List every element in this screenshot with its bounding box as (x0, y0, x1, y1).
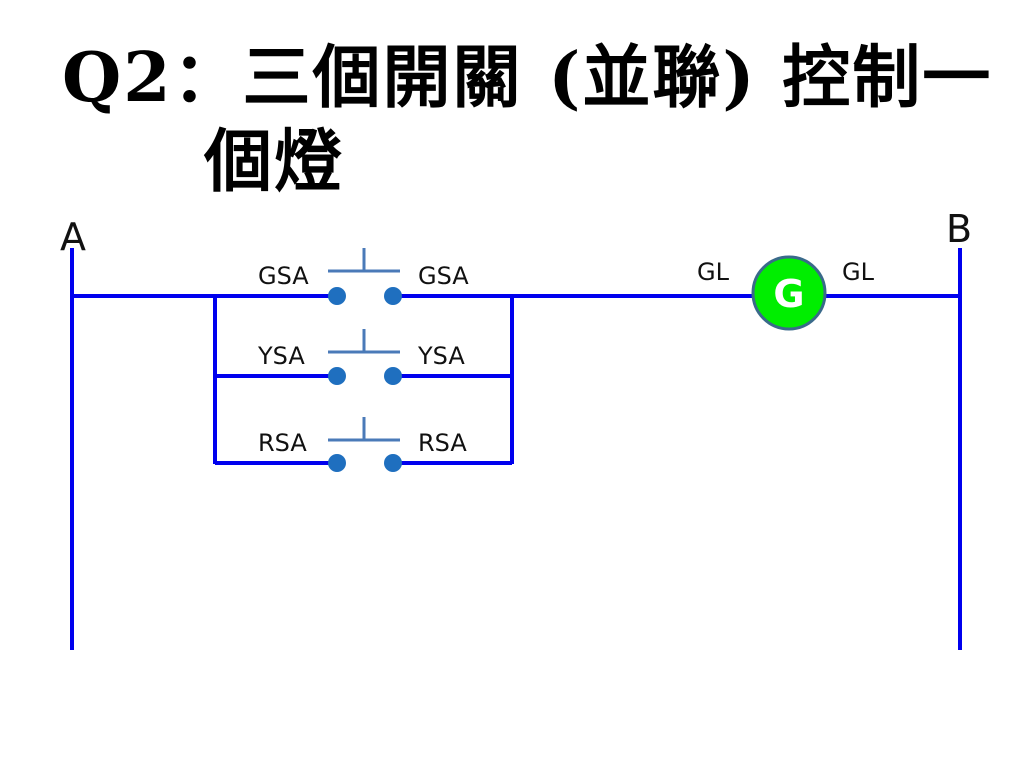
contact-left (328, 454, 346, 472)
switch-rsa: RSA RSA (258, 417, 467, 472)
switch-label-left: GSA (258, 262, 309, 290)
slide-title: Q2：三個開關 (並聯) 控制一 個燈 (62, 36, 992, 204)
title-line-2: 個燈 (204, 122, 345, 202)
switch-gsa: GSA GSA (258, 248, 469, 305)
switch-label-left: RSA (258, 429, 307, 457)
contact-right (384, 287, 402, 305)
lamp-indicator-icon (751, 255, 827, 331)
contact-left (328, 287, 346, 305)
switch-label-right: YSA (417, 342, 465, 370)
title-line-1: Q2：三個開關 (並聯) 控制一 (62, 38, 993, 118)
rail-b-label: B (946, 207, 972, 251)
switch-label-left: YSA (257, 342, 305, 370)
contact-right (384, 454, 402, 472)
contact-right (384, 367, 402, 385)
contact-left (328, 367, 346, 385)
lamp-symbol: G (773, 272, 804, 316)
lamp-gl: GL GL G (697, 255, 875, 331)
lamp-label-left: GL (697, 258, 730, 286)
switch-label-right: GSA (418, 262, 469, 290)
switch-ysa: YSA YSA (257, 329, 465, 385)
switch-label-right: RSA (418, 429, 467, 457)
lamp-label-right: GL (842, 258, 875, 286)
